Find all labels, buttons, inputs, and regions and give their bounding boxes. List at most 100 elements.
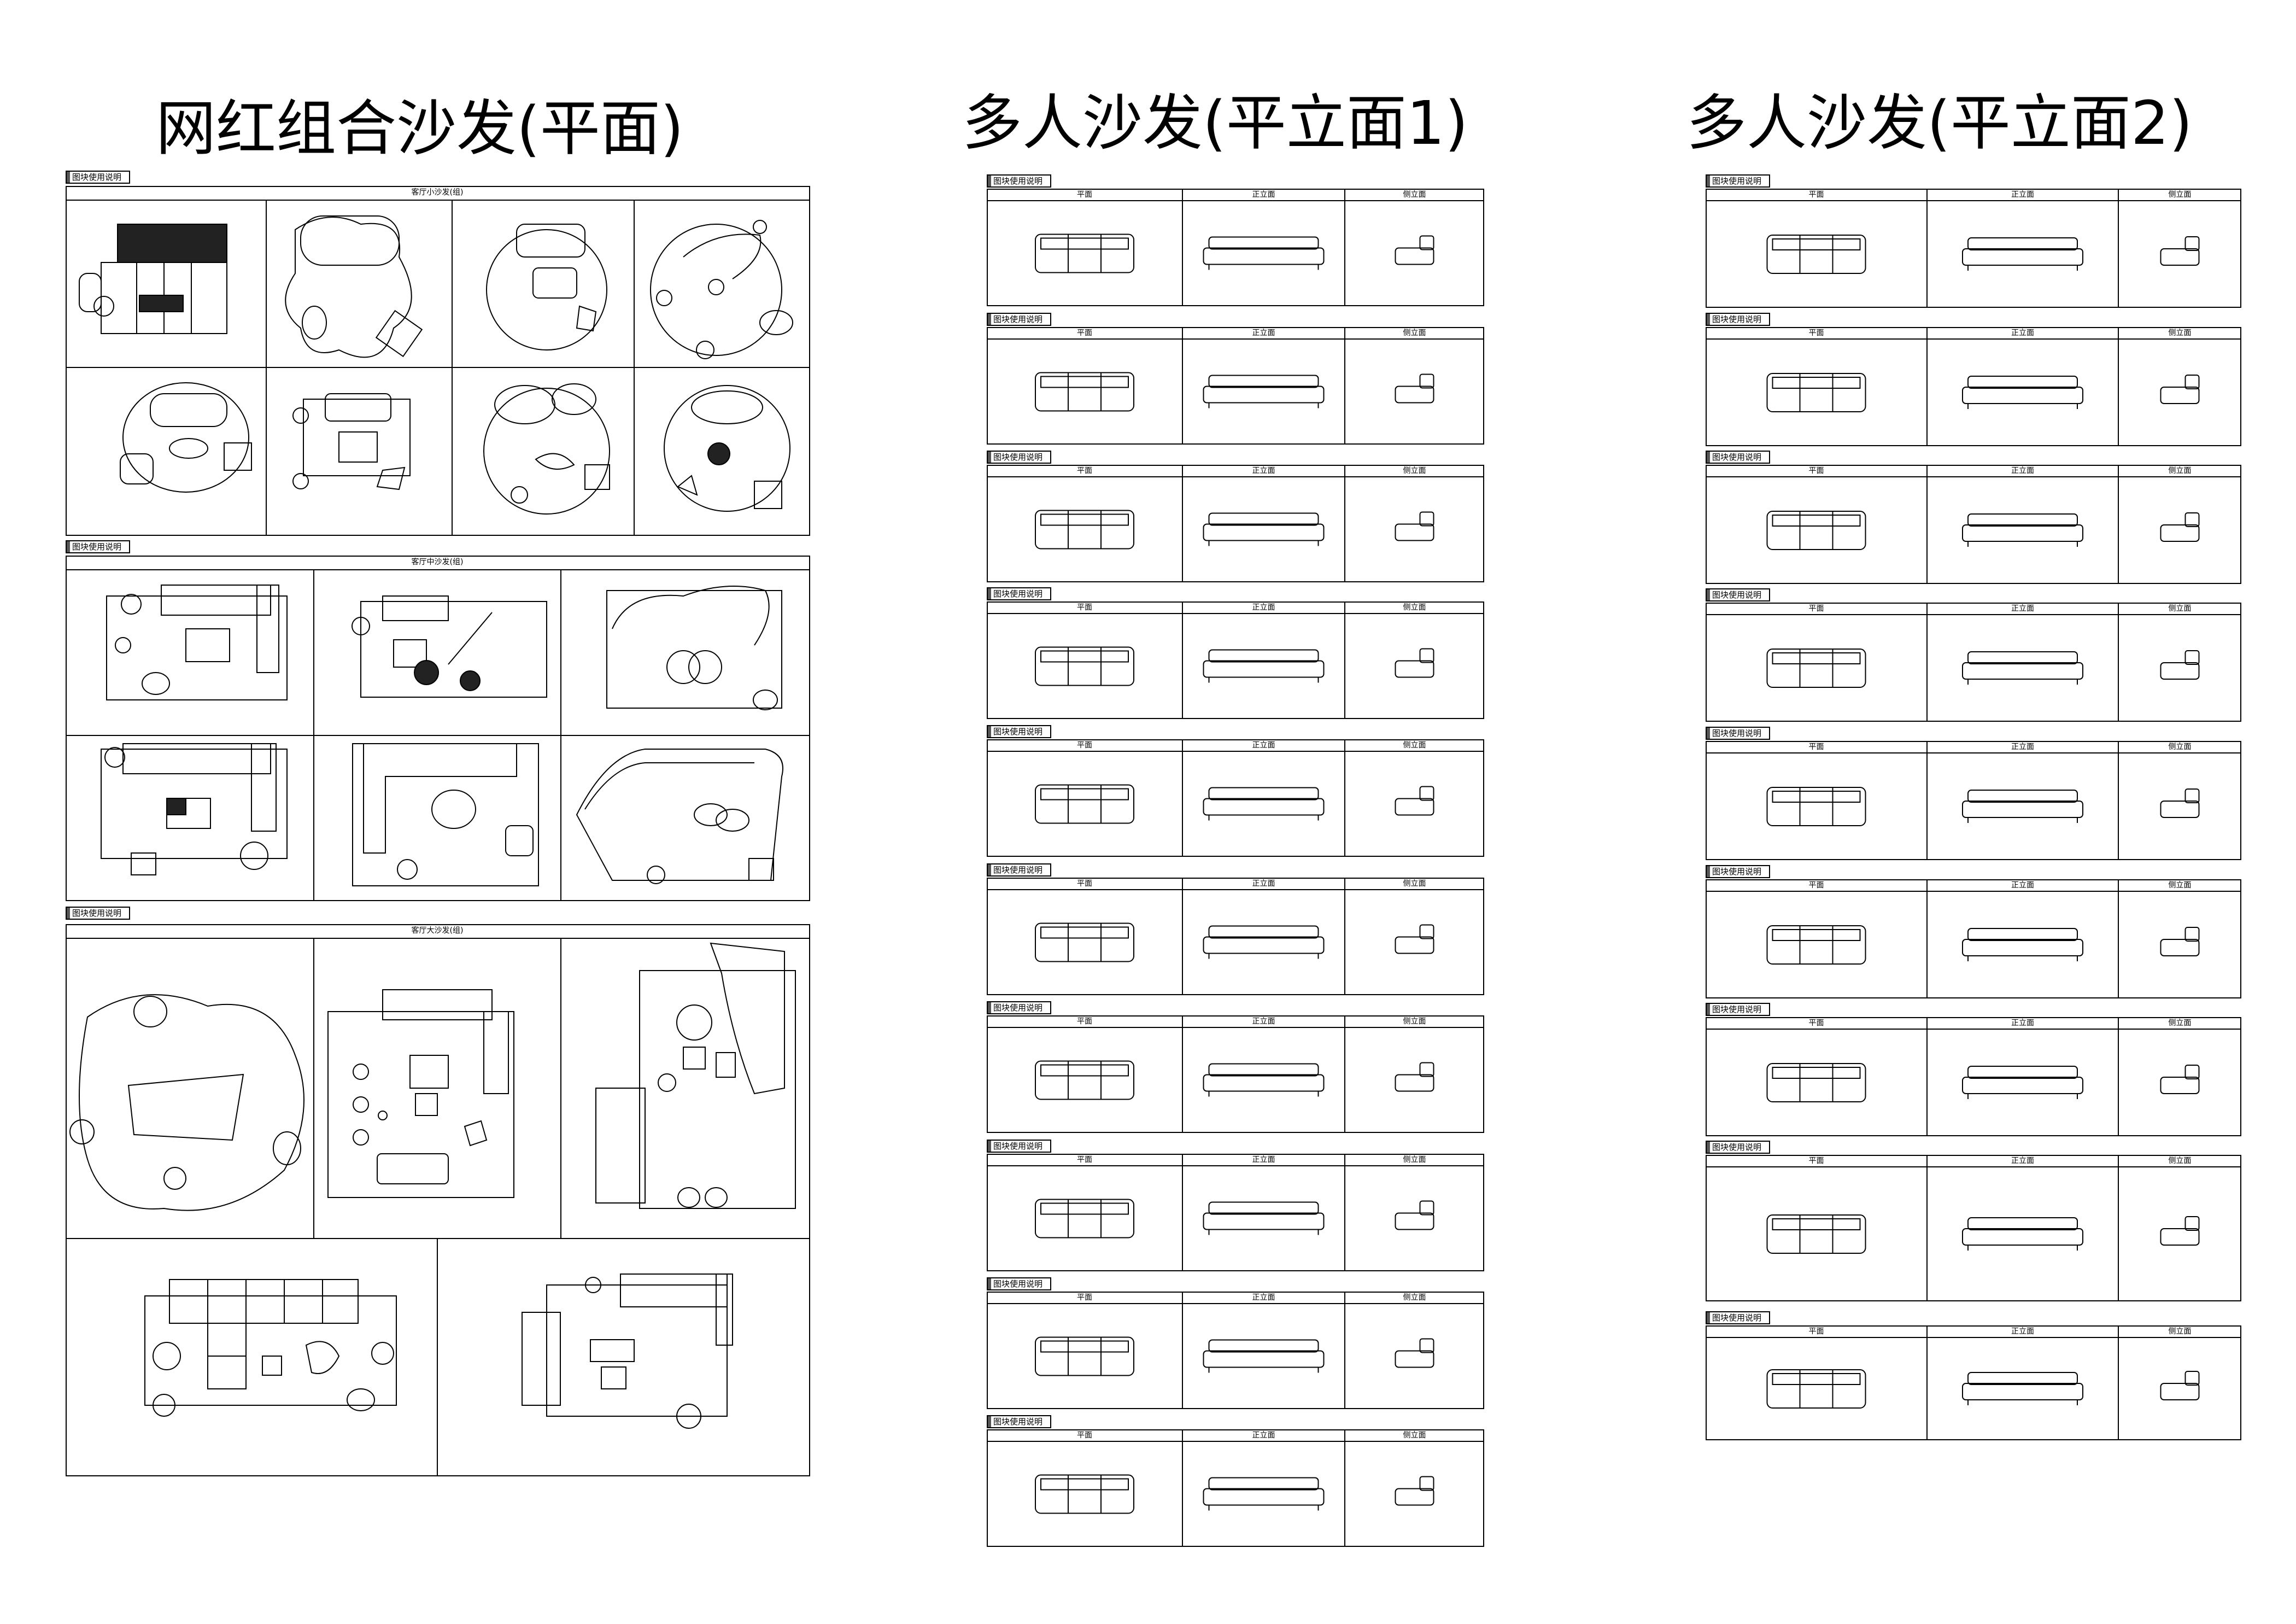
elevation-row [987, 739, 1484, 857]
sofa-plan-icon [1035, 1474, 1134, 1514]
sofa-elevation-icon [1203, 1339, 1325, 1373]
elevation-row [1706, 741, 2241, 860]
view-header: 侧立面 [1403, 1017, 1426, 1026]
sofa-elevation-icon [1203, 1477, 1325, 1511]
view-header: 正立面 [2011, 881, 2034, 890]
block-tag: 图块使用说明 [987, 451, 1051, 464]
view-header: 侧立面 [2168, 743, 2192, 751]
view-header: 平面 [1077, 1431, 1092, 1440]
coffee-table-icon [352, 595, 547, 698]
view-header: 正立面 [2011, 329, 2034, 337]
elevation-row-lines [987, 601, 1484, 719]
section-medium-sofa [66, 556, 810, 901]
sofa-plan-icon [1766, 373, 1866, 412]
sofa-plan-icon [1766, 1214, 1866, 1254]
elevation-row [987, 189, 1484, 306]
sofa-plan-icon [576, 749, 783, 884]
sofa-plan-icon [1766, 649, 1866, 688]
armchair-icon [2160, 1216, 2200, 1246]
section-title: 客厅中沙发(组) [411, 558, 464, 566]
view-header: 平面 [1808, 1327, 1824, 1336]
elevation-row-lines [1706, 1155, 2241, 1301]
view-header: 平面 [1077, 329, 1092, 337]
elevation-row-lines [987, 189, 1484, 306]
sofa-plan-icon [1035, 1336, 1134, 1376]
view-header: 侧立面 [2168, 881, 2192, 890]
view-header: 侧立面 [2168, 1019, 2192, 1027]
armchair-icon [1395, 373, 1434, 404]
view-header: 正立面 [2011, 1156, 2034, 1165]
view-header: 平面 [1808, 329, 1824, 337]
block-tag: 图块使用说明 [66, 171, 130, 184]
view-header: 侧立面 [1403, 329, 1426, 337]
sofa-elevation-icon [1203, 1201, 1325, 1235]
sofa-elevation-icon [1203, 787, 1325, 821]
block-tag: 图块使用说明 [66, 540, 130, 553]
elevation-row [1706, 1325, 2241, 1440]
block-tag: 图块使用说明 [987, 1277, 1051, 1290]
view-header: 平面 [1808, 1156, 1824, 1165]
block-tag: 图块使用说明 [1706, 865, 1770, 878]
view-header: 正立面 [2011, 190, 2034, 199]
elevation-row-lines [1706, 327, 2241, 446]
view-header: 侧立面 [1403, 1155, 1426, 1164]
title-left: 网红组合沙发(平面) [156, 94, 684, 163]
elevation-row [987, 878, 1484, 995]
view-header: 正立面 [2011, 1327, 2034, 1336]
view-header: 正立面 [1252, 1155, 1275, 1164]
armchair-icon [1395, 1476, 1434, 1506]
elevation-row [1706, 603, 2241, 722]
view-header: 平面 [1808, 881, 1824, 890]
sofa-plan-icon [1035, 646, 1134, 686]
sofa-plan-icon [1035, 233, 1134, 273]
elevation-row [987, 601, 1484, 719]
elevation-row-lines [987, 327, 1484, 445]
elevation-row [987, 1429, 1484, 1547]
view-header: 平面 [1077, 466, 1092, 475]
view-header: 侧立面 [2168, 604, 2192, 613]
sofa-plan-icon [1766, 787, 1866, 826]
sofa-plan-icon [1035, 372, 1134, 412]
elevation-row-lines [1706, 189, 2241, 308]
armchair-icon [1395, 235, 1434, 265]
view-header: 正立面 [1252, 603, 1275, 612]
sofa-elevation-icon [1203, 236, 1325, 270]
armchair-icon [2160, 236, 2200, 266]
sofa-elevation-icon [1962, 513, 2083, 547]
sofa-plan-icon [101, 743, 288, 875]
block-tag: 图块使用说明 [987, 1001, 1051, 1014]
elevation-row [1706, 1155, 2241, 1301]
view-header: 正立面 [2011, 604, 2034, 613]
title-right: 多人沙发(平立面2) [1686, 88, 2193, 158]
sofa-plan-icon [79, 224, 227, 334]
view-header: 平面 [1808, 1019, 1824, 1027]
armchair-icon [120, 382, 252, 493]
block-tag: 图块使用说明 [987, 313, 1051, 326]
view-header: 侧立面 [2168, 190, 2192, 199]
armchair-icon [1395, 1338, 1434, 1368]
sofa-elevation-icon [1203, 1063, 1325, 1097]
armchair-icon [2160, 650, 2200, 680]
block-tag: 图块使用说明 [1706, 588, 1770, 601]
view-header: 侧立面 [2168, 1156, 2192, 1165]
sofa-plan-icon [606, 586, 782, 710]
sofa-plan-icon [1766, 925, 1866, 965]
elevation-row [987, 1015, 1484, 1133]
sofa-elevation-icon [1203, 649, 1325, 683]
section-title: 客厅小沙发(组) [411, 188, 464, 197]
elevation-row-lines [987, 1154, 1484, 1271]
block-tag: 图块使用说明 [1706, 1311, 1770, 1324]
elevation-row-lines [987, 465, 1484, 582]
section-small-sofa [66, 186, 810, 536]
armchair-icon [2160, 512, 2200, 542]
sofa-elevation-icon [1962, 1066, 2083, 1099]
block-tag: 图块使用说明 [987, 725, 1051, 738]
block-tag: 图块使用说明 [987, 174, 1051, 188]
view-header: 平面 [1077, 879, 1092, 888]
armchair-icon [1395, 786, 1434, 816]
view-header: 正立面 [1252, 741, 1275, 750]
armchair-icon [1395, 648, 1434, 678]
sofa-plan-icon [327, 989, 514, 1198]
armchair-icon [1395, 511, 1434, 541]
